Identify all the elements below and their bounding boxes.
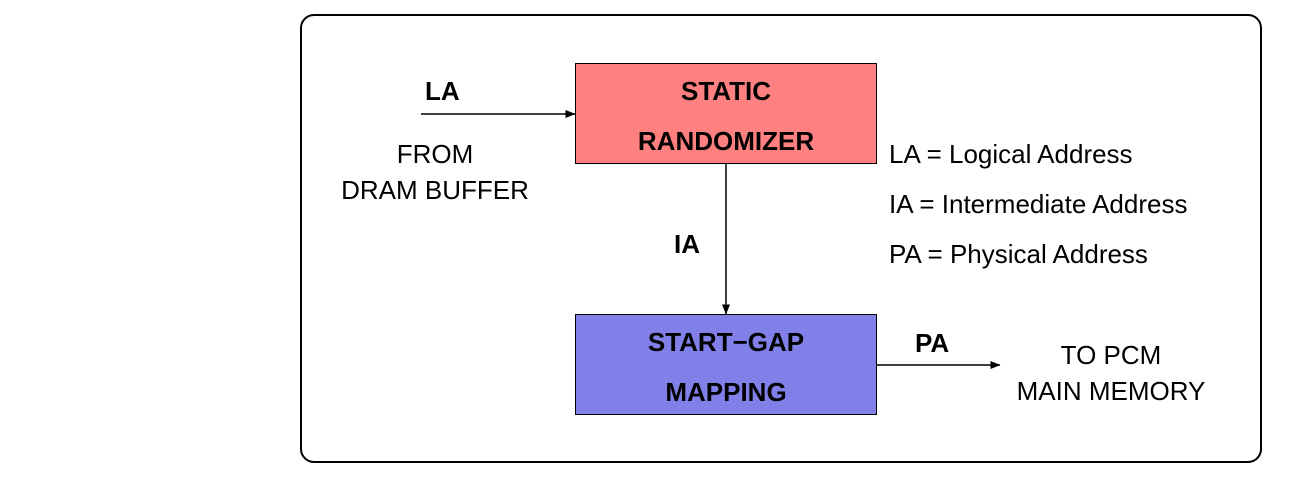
static-randomizer-block: STATIC RANDOMIZER <box>575 63 877 164</box>
legend-item-pa: PA = Physical Address <box>889 239 1148 269</box>
mapping-label-line2: MAPPING <box>665 377 787 407</box>
source-label: FROM DRAM BUFFER <box>320 139 550 205</box>
la-signal-label: LA <box>425 76 460 106</box>
legend-item-la: LA = Logical Address <box>889 139 1133 169</box>
pa-signal-label: PA <box>915 328 950 358</box>
diagram-frame <box>300 14 1262 463</box>
destination-line1: TO PCM <box>1060 340 1162 370</box>
legend-item-ia: IA = Intermediate Address <box>889 189 1188 219</box>
randomizer-label-line2: RANDOMIZER <box>637 126 815 156</box>
source-line1: FROM <box>396 139 474 169</box>
legend: LA = Logical Address IA = Intermediate A… <box>889 139 1187 269</box>
source-line2: DRAM BUFFER <box>341 175 529 205</box>
destination-line2: MAIN MEMORY <box>1016 376 1206 406</box>
ia-signal-label: IA <box>674 229 700 259</box>
mapping-label-line1: START−GAP <box>647 327 805 357</box>
destination-label: TO PCM MAIN MEMORY <box>996 340 1226 406</box>
start-gap-mapping-block: START−GAP MAPPING <box>575 314 877 415</box>
randomizer-label-line1: STATIC <box>680 76 772 106</box>
